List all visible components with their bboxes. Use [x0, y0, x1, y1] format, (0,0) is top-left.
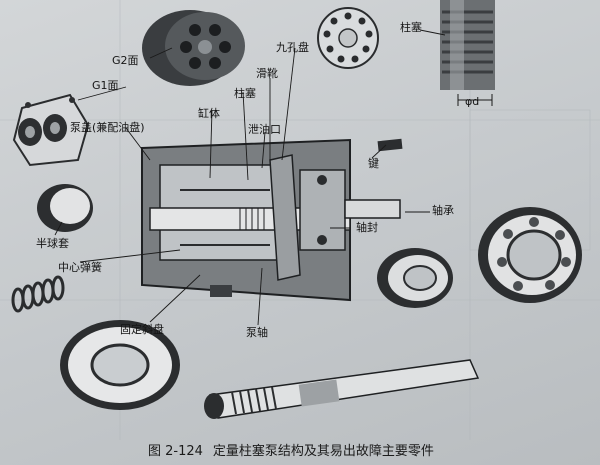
nine-hole-plate-part — [317, 7, 379, 69]
label-key: 键 — [368, 157, 379, 170]
label-drain-port: 泄油口 — [248, 123, 281, 136]
pump-shaft-part — [204, 359, 480, 419]
key-part — [377, 138, 403, 152]
label-bearing: 轴承 — [432, 204, 454, 217]
cylinder-block-part — [142, 10, 245, 86]
hemisphere-sleeve-part — [37, 184, 93, 232]
label-center-spring: 中心弹簧 — [58, 261, 102, 274]
label-cylinder: 缸体 — [198, 107, 220, 120]
label-g2-face: G2面 — [112, 54, 139, 67]
pump-assembly-section — [141, 138, 401, 302]
fixed-swashplate-part — [60, 320, 180, 410]
label-pump-shaft: 泵轴 — [246, 326, 268, 339]
label-piston-right: 柱塞 — [400, 21, 422, 34]
shaft-seal-part — [377, 248, 453, 308]
pump-cover-part — [12, 93, 90, 167]
label-phi-d: φd — [465, 95, 480, 108]
label-nine-hole-plate: 九孔盘 — [276, 41, 309, 54]
label-hemisphere-sleeve: 半球套 — [36, 237, 69, 250]
figure-number: 图 2-124 — [148, 444, 203, 459]
label-fixed-swashplate: 固定斜盘 — [120, 323, 164, 336]
figure-caption: 图 2-124 定量柱塞泵结构及其易出故障主要零件 — [148, 440, 434, 459]
label-g1-face: G1面 — [92, 79, 119, 92]
label-shaft-seal: 轴封 — [356, 221, 378, 234]
center-spring-part — [11, 275, 65, 313]
figure-title: 定量柱塞泵结构及其易出故障主要零件 — [212, 444, 434, 459]
label-pump-cover: 泵盖(兼配油盘) — [70, 121, 145, 134]
bearing-part — [478, 207, 582, 303]
label-piston: 柱塞 — [234, 87, 256, 100]
leader-lines — [54, 29, 446, 326]
piston-photo-part — [440, 0, 495, 106]
label-slipper: 滑靴 — [256, 67, 278, 80]
